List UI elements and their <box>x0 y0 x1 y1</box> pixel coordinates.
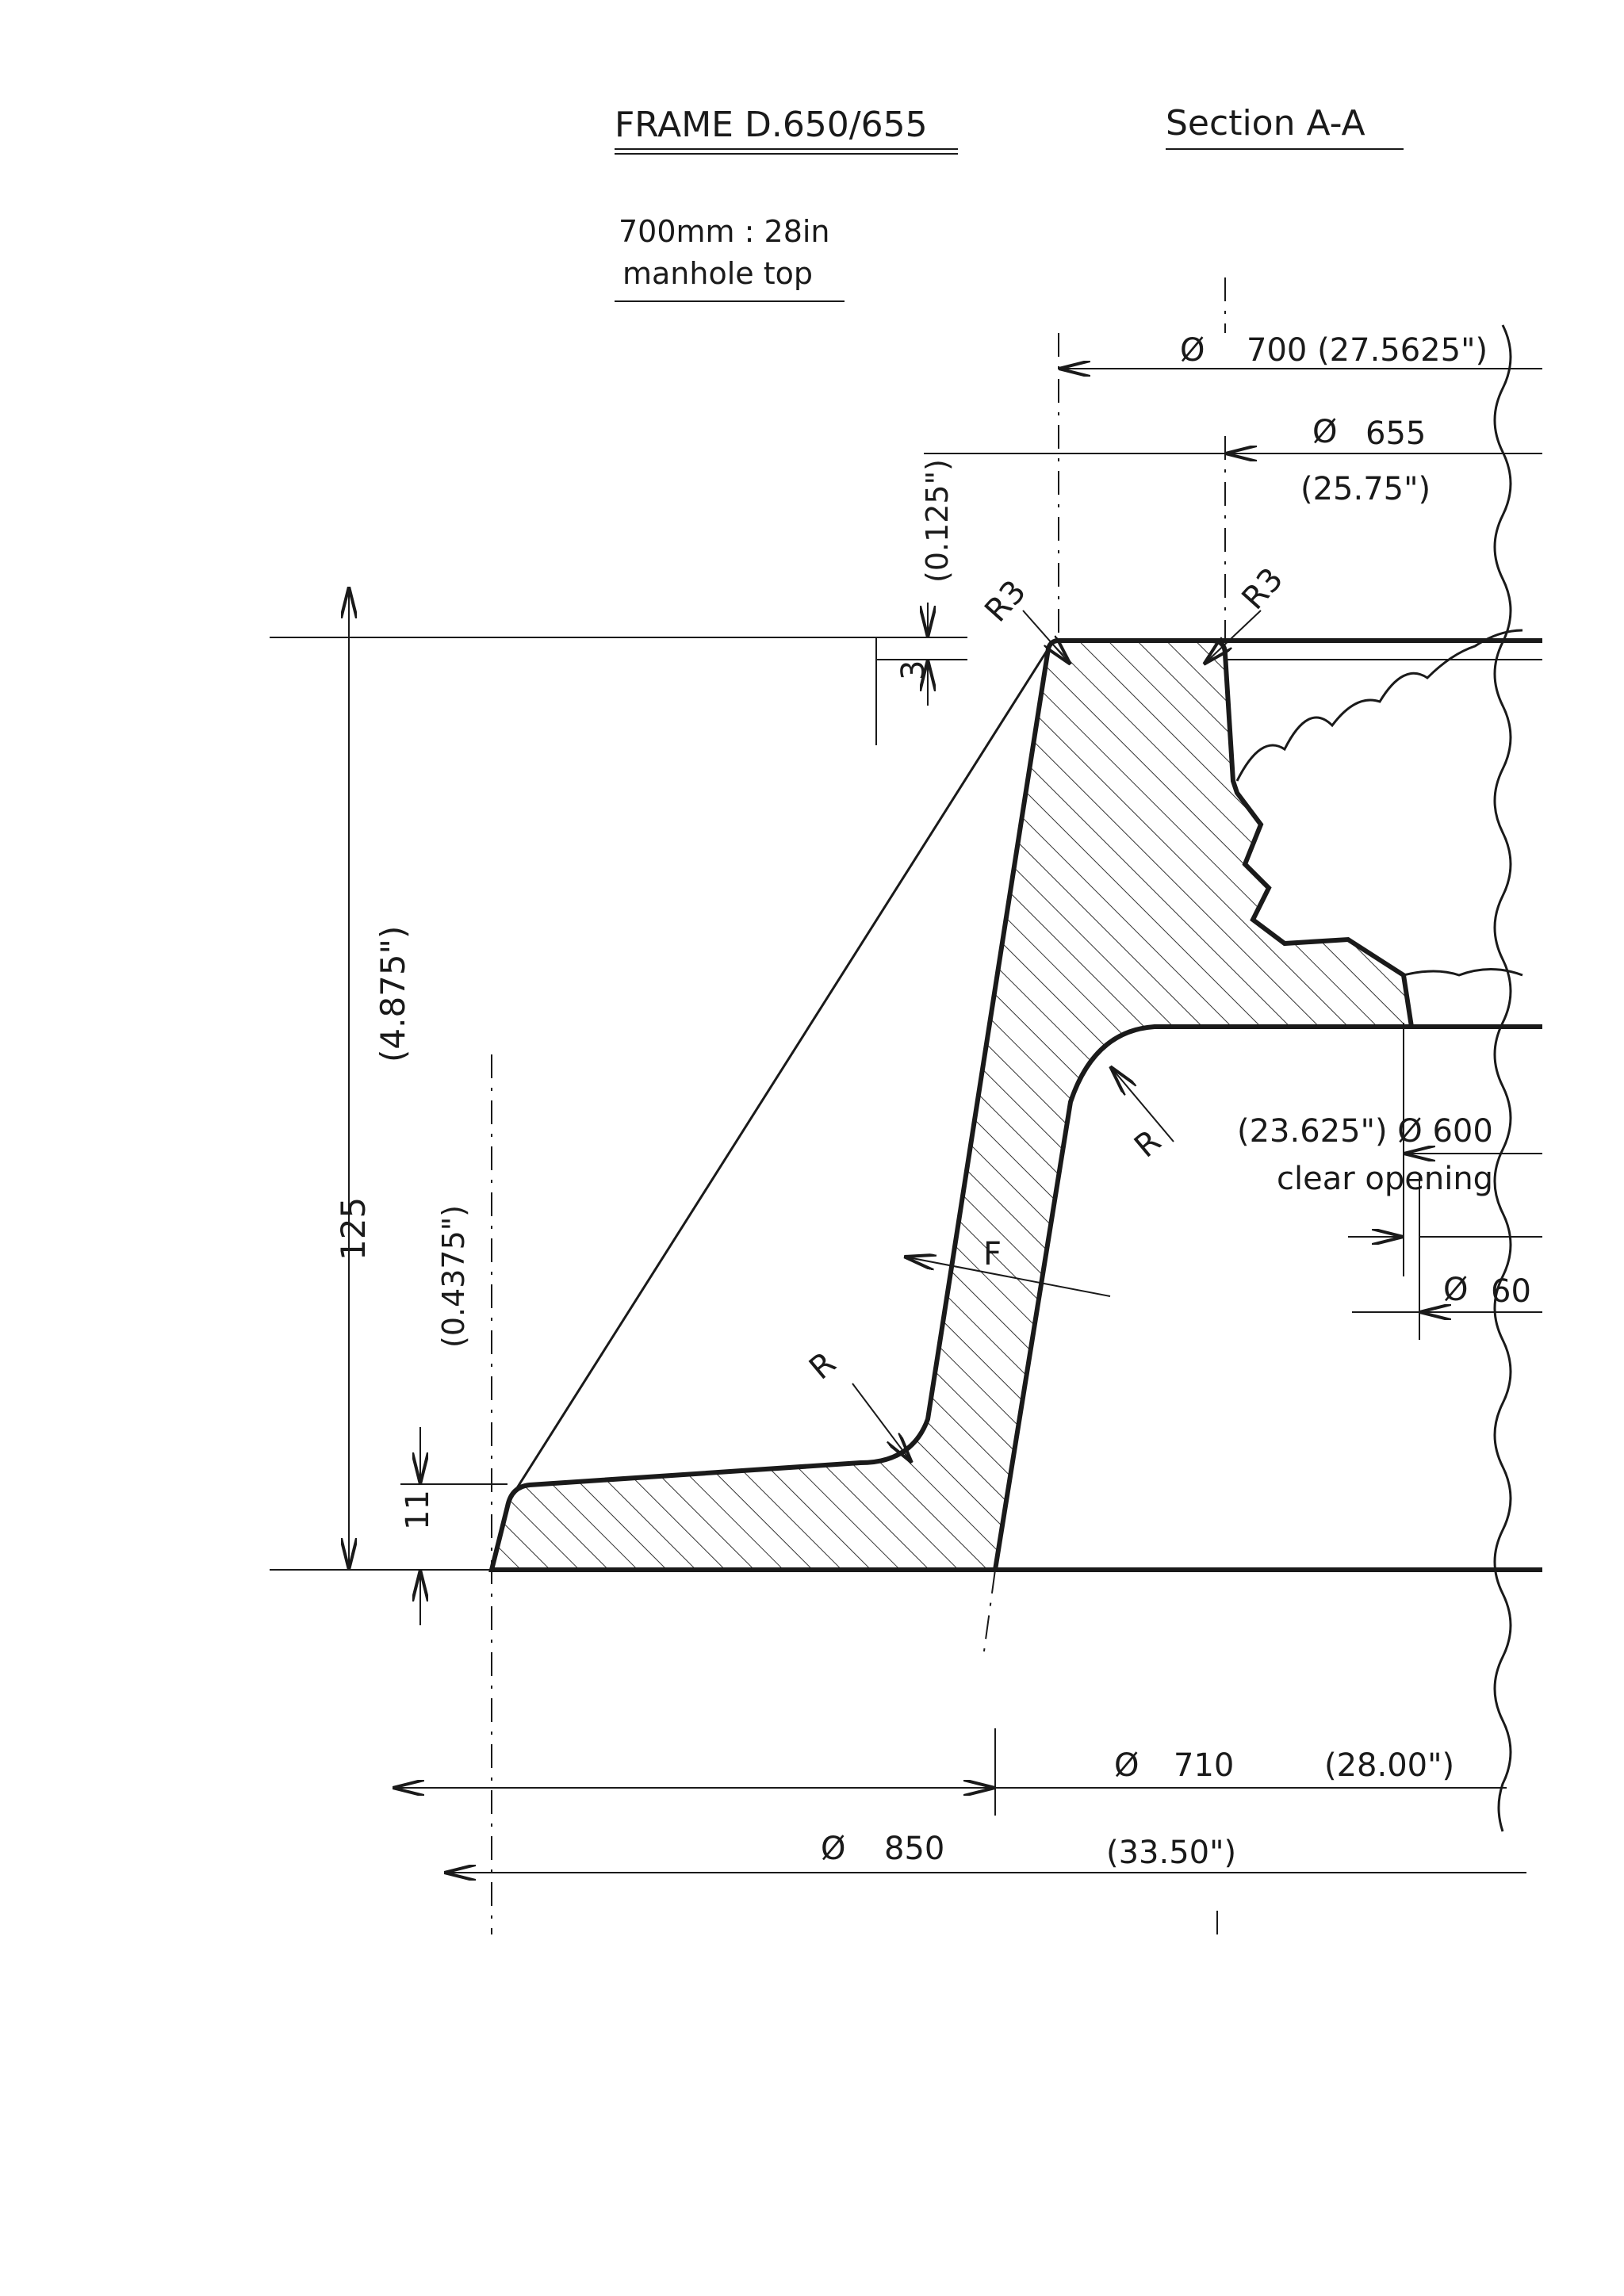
manhole-note: manhole top <box>622 256 813 291</box>
axis-710 <box>982 1569 996 1658</box>
r3-left-label: R3 <box>978 573 1033 629</box>
r3-left-leader <box>1022 610 1071 664</box>
dia-655-symbol: Ø <box>1312 414 1337 450</box>
dim-60-label: 60 <box>1491 1273 1531 1310</box>
dim-655-label: 655 <box>1365 415 1426 452</box>
dim-850-label: 850 <box>884 1831 944 1867</box>
r3-right-leader <box>1204 610 1262 664</box>
dia-60-symbol: Ø <box>1443 1272 1468 1308</box>
frame-title: FRAME D.650/655 <box>615 105 928 145</box>
dim-700-label: 700 (27.5625") <box>1247 332 1488 369</box>
frame-section <box>488 638 1415 1572</box>
break-line <box>1493 324 1512 1832</box>
dim-850-inch: (33.50") <box>1106 1835 1236 1871</box>
dim-125-inch: (4.875") <box>373 926 412 1062</box>
dim-11-label: 11 <box>400 1490 436 1530</box>
r-inner-leader <box>1110 1066 1174 1142</box>
dim-3-label: 3 <box>895 660 932 680</box>
dim-3-inch: (0.125") <box>920 459 955 583</box>
r-inner-label: R <box>1128 1123 1168 1165</box>
break-line-low <box>1403 968 1523 977</box>
r-lower-leader <box>852 1383 912 1463</box>
dim-710-inch: (28.00") <box>1324 1747 1454 1784</box>
outer-slope-line <box>514 648 1050 1491</box>
dim-710-label: 710 <box>1174 1747 1234 1784</box>
dim-11-inch: (0.4375") <box>436 1205 471 1348</box>
clear-opening-text: clear opening <box>1277 1161 1493 1197</box>
clear-opening-value: (23.625") Ø 600 <box>1237 1113 1493 1150</box>
break-line-mid <box>1235 629 1523 782</box>
section-title: Section A-A <box>1166 103 1365 144</box>
dia-850-symbol: Ø <box>821 1831 845 1867</box>
dim-655-inch: (25.75") <box>1300 471 1431 507</box>
dim-125-label: 125 <box>334 1197 373 1261</box>
size-note: 700mm : 28in <box>619 214 830 249</box>
r3-right-label: R3 <box>1235 561 1290 617</box>
r-lower-label: R <box>802 1345 843 1387</box>
f-label: F <box>983 1236 1002 1272</box>
f-line <box>904 1257 1111 1297</box>
dia-700-symbol: Ø <box>1180 332 1205 369</box>
dia-710-symbol: Ø <box>1114 1747 1139 1784</box>
